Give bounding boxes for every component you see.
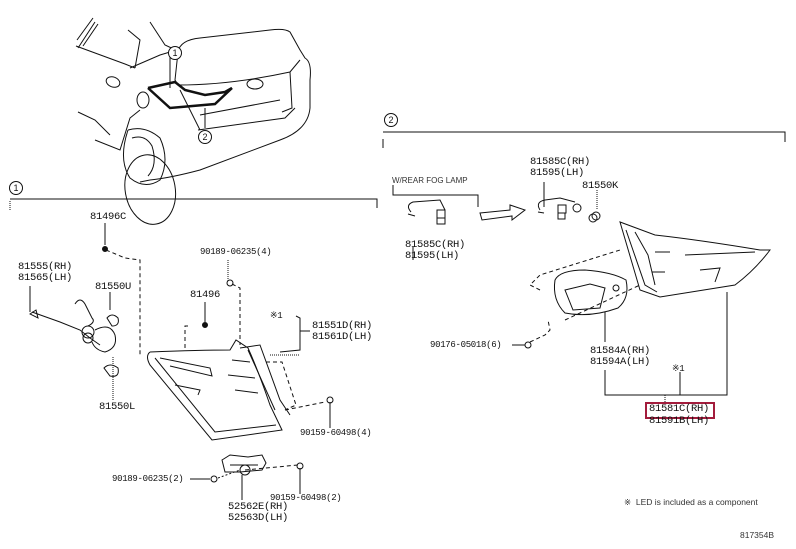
footnote-led: ※ LED is included as a component <box>624 497 758 507</box>
socket-wire-rear-fog <box>407 199 446 225</box>
part-label-81584A-81594A[interactable]: 81584A(RH) 81594A(LH) <box>590 345 651 368</box>
section-1-frame <box>9 198 378 210</box>
bracket-52562 <box>221 454 267 476</box>
arrow-shape <box>479 204 527 222</box>
part-label-81550U[interactable]: 81550U <box>95 281 132 293</box>
mark-1-note: ※1 <box>270 311 283 321</box>
section-2-frame <box>382 131 786 148</box>
section-2-leaders <box>392 182 728 405</box>
diagram-id: 817354B <box>740 530 775 540</box>
section-2-callout: 2 <box>384 113 398 127</box>
tail-lamp-inner <box>554 221 772 316</box>
vehicle-callout-2[interactable]: 2 <box>198 130 212 144</box>
part-label-81585C-81595-b[interactable]: 81585C(RH) 81595(LH) <box>530 156 591 179</box>
part-label-81555-81565[interactable]: 81555(RH) 81565(LH) <box>18 261 73 284</box>
part-label-81591B[interactable]: 81591B(LH) <box>649 415 710 427</box>
tail-lamp-left <box>147 339 297 441</box>
part-label-52562E-52563D[interactable]: 52562E(RH) 52563D(LH) <box>228 501 289 524</box>
part-label-81496[interactable]: 81496 <box>190 289 221 301</box>
part-label-81550L[interactable]: 81550L <box>99 401 136 413</box>
vehicle-callout-1[interactable]: 1 <box>168 46 182 60</box>
socket-wire-81585C <box>537 197 598 223</box>
socket-wire-assembly <box>29 299 119 377</box>
part-label-90159-60498-4[interactable]: 90159-60498(4) <box>300 428 372 438</box>
highlight-box <box>645 402 715 419</box>
part-label-81551D-81561D[interactable]: 81551D(RH) 81561D(LH) <box>312 320 373 343</box>
part-label-90159-60498-2[interactable]: 90159-60498(2) <box>270 493 342 503</box>
fasteners-section-1 <box>102 246 334 483</box>
part-label-81585C-81595-a[interactable]: 81585C(RH) 81595(LH) <box>405 239 466 262</box>
part-label-90176-05018-6[interactable]: 90176-05018(6) <box>430 340 502 350</box>
option-label-rear-fog-lamp: W/REAR FOG LAMP <box>392 176 468 185</box>
part-label-81496C[interactable]: 81496C <box>90 211 127 223</box>
fasteners-section-2 <box>524 211 601 349</box>
part-label-90189-06235-4[interactable]: 90189-06235(4) <box>200 247 272 257</box>
vehicle-rear-illustration <box>75 17 311 225</box>
part-label-90189-06235-2[interactable]: 90189-06235(2) <box>112 474 184 484</box>
section-1-callout: 1 <box>9 181 23 195</box>
part-label-81550K[interactable]: 81550K <box>582 180 619 192</box>
section-1-leaders <box>29 223 331 500</box>
part-label-81581C-highlighted[interactable]: 81581C(RH) <box>649 403 710 415</box>
mark-1-note-2: ※1 <box>672 364 685 374</box>
